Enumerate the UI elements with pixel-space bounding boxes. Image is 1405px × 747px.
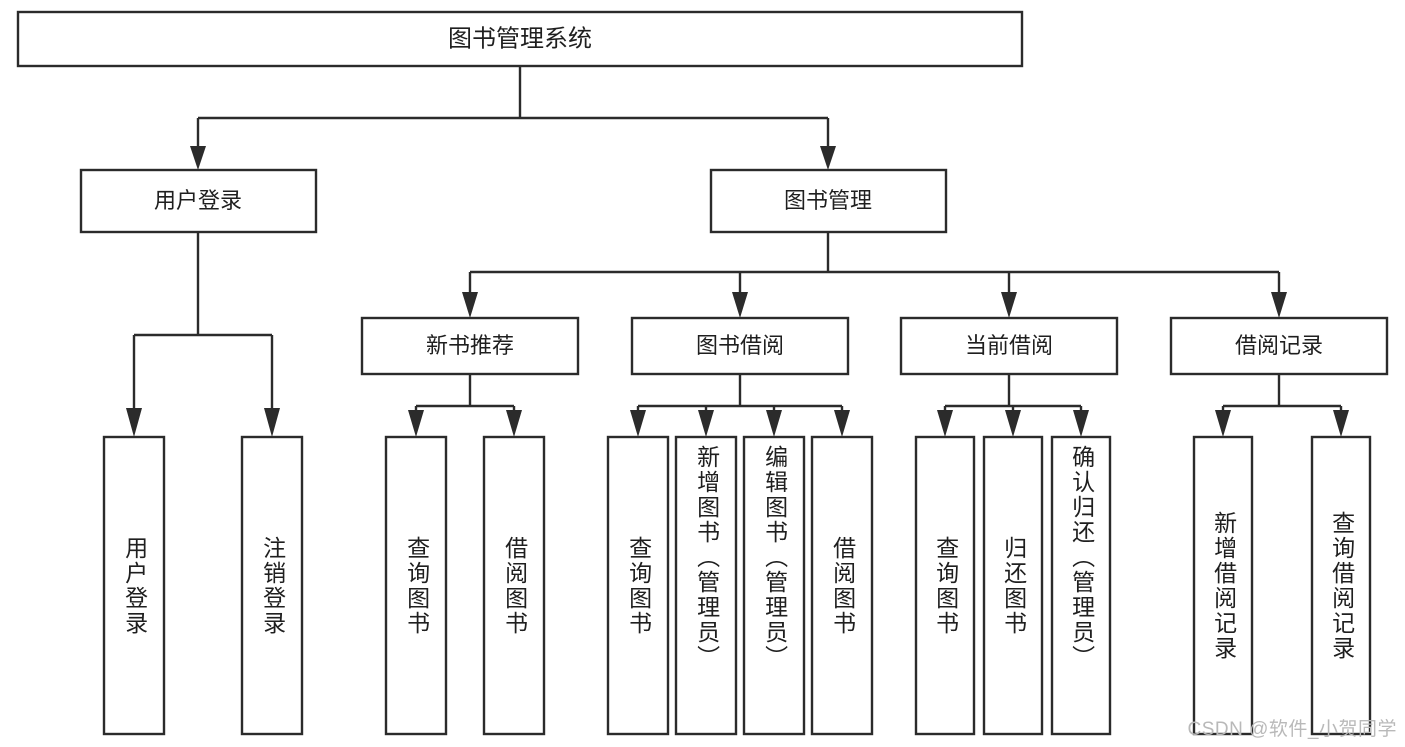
arrow-leaf-logout-icon (264, 408, 280, 437)
connectors-book-borrow-to-leaves (630, 374, 850, 437)
leaf-user-login-box[interactable] (102, 435, 166, 736)
arrow-to-user-login-icon (190, 146, 206, 170)
leaf-edit-book-box[interactable] (742, 435, 806, 736)
arrow-leaf-edit-book-icon (766, 410, 782, 437)
node-current-borrow[interactable]: 当前借阅 (899, 316, 1119, 376)
node-user-login[interactable]: 用户登录 (79, 168, 318, 234)
node-book-borrow[interactable]: 图书借阅 (630, 316, 850, 376)
arrow-leaf-confirm-return-icon (1073, 410, 1089, 437)
leaf-return-book-box[interactable] (982, 435, 1044, 736)
arrow-leaf-query-book-1-icon (408, 410, 424, 437)
node-new-book-recommend[interactable]: 新书推荐 (360, 316, 580, 376)
arrow-leaf-query-book-3-icon (937, 410, 953, 437)
node-borrow-record[interactable]: 借阅记录 (1169, 316, 1389, 376)
leaf-add-book-box[interactable] (674, 435, 738, 736)
node-user-login-label: 用户登录 (154, 188, 242, 213)
leaf-query-record-box[interactable] (1310, 435, 1372, 736)
arrow-to-current-borrow-icon (1001, 292, 1017, 318)
connectors-root-to-level1 (190, 66, 836, 170)
leaf-query-book-3-box[interactable] (914, 435, 976, 736)
connectors-user-login-to-leaves (126, 232, 280, 437)
csdn-watermark: CSDN @软件_小贺同学 (1187, 719, 1397, 740)
leaf-add-record-box[interactable] (1192, 435, 1254, 736)
node-borrow-record-label: 借阅记录 (1235, 333, 1323, 358)
arrow-leaf-add-record-icon (1215, 410, 1231, 437)
leaf-borrow-book-1-box[interactable] (482, 435, 546, 736)
arrow-leaf-user-login-icon (126, 408, 142, 437)
node-new-book-recommend-box (360, 316, 580, 376)
arrow-to-book-management-icon (820, 146, 836, 170)
node-book-borrow-box (630, 316, 850, 376)
leaf-borrow-book-2-box[interactable] (810, 435, 874, 736)
leaf-confirm-return-box[interactable] (1050, 435, 1112, 736)
connectors-borrow-record-to-leaves (1215, 374, 1349, 437)
node-title[interactable]: 图书管理系统 (16, 10, 1024, 68)
arrow-leaf-borrow-book-1-icon (506, 410, 522, 437)
arrow-leaf-add-book-icon (698, 410, 714, 437)
node-current-borrow-label: 当前借阅 (965, 333, 1053, 358)
arrow-to-book-borrow-icon (732, 292, 748, 318)
connectors-new-book-to-leaves (408, 374, 522, 437)
connectors-book-management-to-level2 (462, 232, 1287, 318)
node-book-management[interactable]: 图书管理 (709, 168, 948, 234)
arrow-leaf-return-book-icon (1005, 410, 1021, 437)
leaf-logout-box[interactable] (240, 435, 304, 736)
node-book-management-label: 图书管理 (784, 188, 872, 213)
arrow-leaf-query-record-icon (1333, 410, 1349, 437)
node-current-borrow-box (899, 316, 1119, 376)
connectors-current-borrow-to-leaves (937, 374, 1089, 437)
leaf-boxes (102, 435, 1372, 736)
node-book-borrow-label: 图书借阅 (696, 333, 784, 358)
arrow-to-new-book-recommend-icon (462, 292, 478, 318)
leaf-query-book-1-box[interactable] (384, 435, 448, 736)
node-book-management-box (709, 168, 948, 234)
node-title-label: 图书管理系统 (448, 25, 592, 52)
node-borrow-record-box (1169, 316, 1389, 376)
node-new-book-recommend-label: 新书推荐 (426, 333, 514, 358)
arrow-to-borrow-record-icon (1271, 292, 1287, 318)
arrow-leaf-borrow-book-2-icon (834, 410, 850, 437)
leaf-query-book-2-box[interactable] (606, 435, 670, 736)
node-title-box (16, 10, 1024, 68)
node-user-login-box (79, 168, 318, 234)
arrow-leaf-query-book-2-icon (630, 410, 646, 437)
